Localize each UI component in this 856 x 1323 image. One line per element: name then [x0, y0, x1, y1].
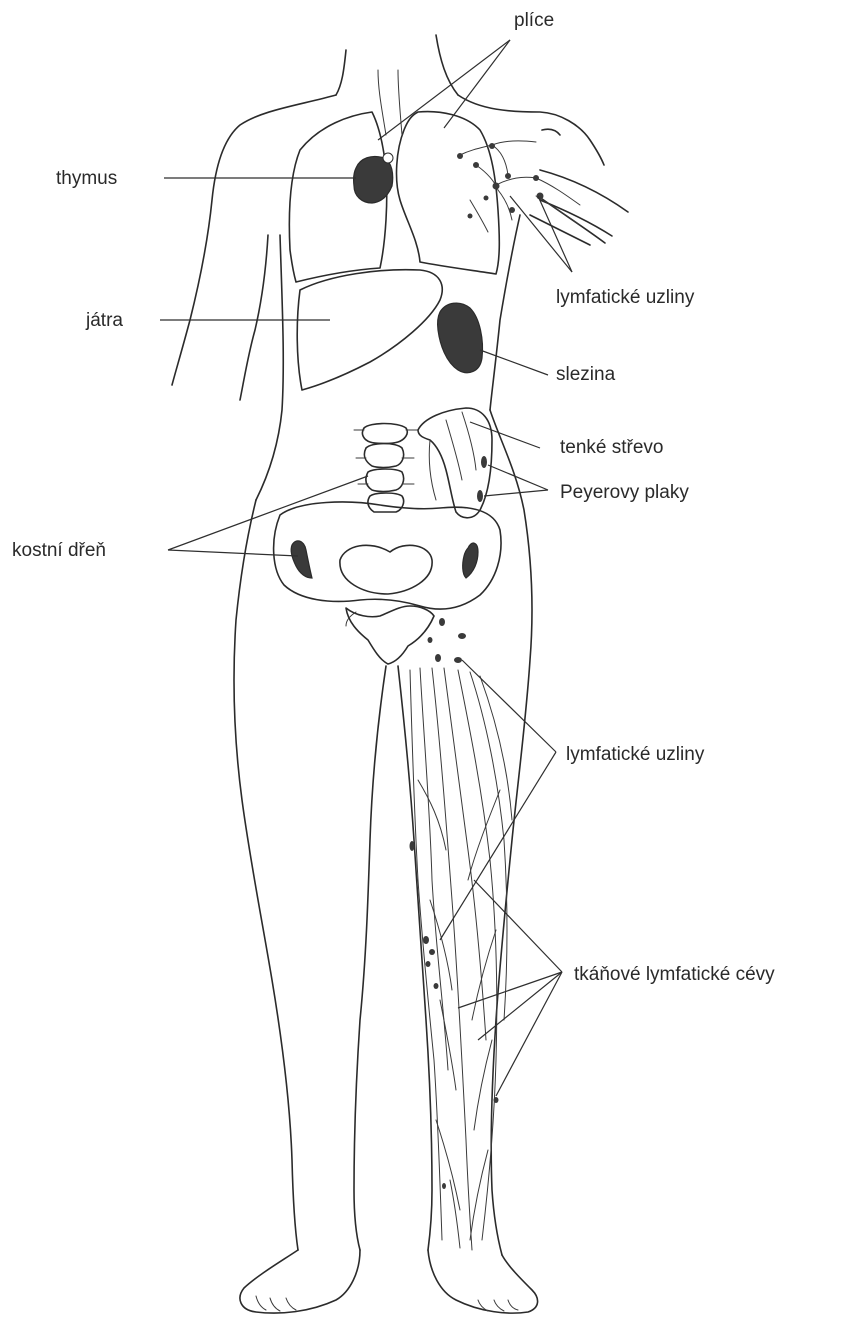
label-small-intestine: tenké střevo: [560, 437, 664, 458]
leg-lymphatic-vessels: [410, 668, 513, 1250]
spleen-organ: [438, 303, 483, 373]
label-bone-marrow: kostní dřeň: [12, 540, 106, 561]
peyers-patch-2: [477, 490, 483, 502]
liver-organ: [297, 270, 442, 390]
label-lymph-nodes-lower: lymfatické uzliny: [566, 744, 705, 765]
spine: [354, 424, 418, 513]
label-peyers-patches: Peyerovy plaky: [560, 482, 689, 503]
label-thymus: thymus: [56, 168, 117, 189]
peyers-patch-1: [481, 456, 487, 468]
pelvis: [274, 502, 501, 664]
lungs: [289, 70, 499, 282]
lymph-nodes-groin: [428, 618, 467, 663]
label-lymph-nodes-upper: lymfatické uzliny: [556, 287, 695, 308]
label-lungs: plíce: [514, 10, 554, 31]
body-outline: [172, 35, 628, 1313]
label-liver: játra: [85, 310, 123, 331]
label-spleen: slezina: [556, 364, 616, 385]
thymus-highlight: [383, 153, 393, 163]
label-tissue-lymph-vessels: tkáňové lymfatické cévy: [574, 964, 775, 985]
